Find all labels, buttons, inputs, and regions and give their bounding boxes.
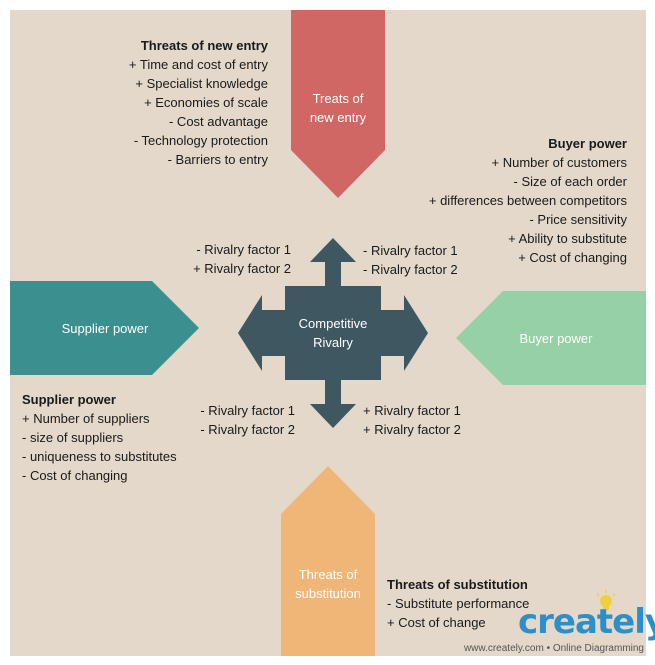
- substitution-shape: [281, 466, 375, 656]
- buyer-item: + differences between competitors: [428, 193, 627, 208]
- new-entry-item: + Time and cost of entry: [128, 57, 268, 72]
- center-label-line-1: Competitive: [298, 316, 368, 331]
- buyer-item: - Price sensitivity: [529, 212, 627, 227]
- lightbulb-icon: [596, 590, 616, 610]
- buyer-item: + Cost of changing: [518, 250, 627, 265]
- new-entry-shape-label: Treats of new entry: [291, 89, 385, 127]
- new-entry-item: + Economies of scale: [144, 95, 268, 110]
- buyer-shape-label: Buyer power: [519, 331, 593, 346]
- rivalry-factor: - Rivalry factor 2: [200, 422, 295, 437]
- supplier-item: - uniqueness to substitutes: [22, 449, 177, 464]
- new-entry-item: + Specialist knowledge: [135, 76, 268, 91]
- rivalry-top-left: - Rivalry factor 1 + Rivalry factor 2: [193, 240, 291, 278]
- supplier-block: Supplier power + Number of suppliers - s…: [22, 390, 177, 485]
- buyer-item: + Number of customers: [491, 155, 627, 170]
- buyer-shape: [456, 291, 646, 385]
- rivalry-factor: + Rivalry factor 1: [363, 403, 461, 418]
- competitive-rivalry-shape: [238, 238, 428, 428]
- substitution-shape-label: Threats of substitution: [281, 565, 375, 603]
- rivalry-bottom-left: - Rivalry factor 1 - Rivalry factor 2: [200, 401, 295, 439]
- substitution-label-line-2: substitution: [295, 586, 361, 601]
- creately-logo: creately: [518, 602, 655, 642]
- substitution-label-line-1: Threats of: [298, 567, 358, 582]
- buyer-title: Buyer power: [548, 136, 627, 151]
- supplier-shape-label: Supplier power: [61, 321, 149, 336]
- new-entry-shape: [291, 10, 385, 198]
- supplier-item: - size of suppliers: [22, 430, 124, 445]
- new-entry-label-line-1: Treats of: [312, 91, 364, 106]
- supplier-title: Supplier power: [22, 392, 116, 407]
- buyer-block: Buyer power + Number of customers - Size…: [429, 134, 627, 267]
- new-entry-item: - Barriers to entry: [167, 152, 268, 167]
- supplier-item: + Number of suppliers: [22, 411, 150, 426]
- new-entry-item: - Technology protection: [133, 133, 268, 148]
- rivalry-factor: - Rivalry factor 1: [200, 403, 295, 418]
- rivalry-bottom-right: + Rivalry factor 1 + Rivalry factor 2: [363, 401, 461, 439]
- substitution-item: - Substitute performance: [387, 596, 530, 611]
- rivalry-factor: - Rivalry factor 2: [363, 262, 458, 277]
- buyer-item: - Size of each order: [513, 174, 627, 189]
- supplier-item: - Cost of changing: [22, 468, 128, 483]
- new-entry-label-line-2: new entry: [309, 110, 367, 125]
- substitution-block: Threats of substitution - Substitute per…: [387, 575, 529, 632]
- competitive-rivalry-label: Competitive Rivalry: [285, 314, 381, 352]
- new-entry-block: Threats of new entry + Time and cost of …: [129, 36, 268, 169]
- rivalry-factor: - Rivalry factor 1: [363, 243, 458, 258]
- new-entry-item: - Cost advantage: [168, 114, 268, 129]
- rivalry-factor: - Rivalry factor 1: [196, 242, 291, 257]
- creately-footer: www.creately.com • Online Diagramming: [463, 643, 644, 654]
- rivalry-top-right: - Rivalry factor 1 - Rivalry factor 2: [363, 241, 458, 279]
- new-entry-title: Threats of new entry: [140, 38, 268, 53]
- center-label-line-2: Rivalry: [313, 335, 353, 350]
- substitution-item: + Cost of change: [387, 615, 486, 630]
- substitution-title: Threats of substitution: [387, 577, 528, 592]
- supplier-shape: [10, 281, 199, 375]
- rivalry-factor: + Rivalry factor 2: [193, 261, 291, 276]
- rivalry-factor: + Rivalry factor 2: [363, 422, 461, 437]
- buyer-item: + Ability to substitute: [508, 231, 627, 246]
